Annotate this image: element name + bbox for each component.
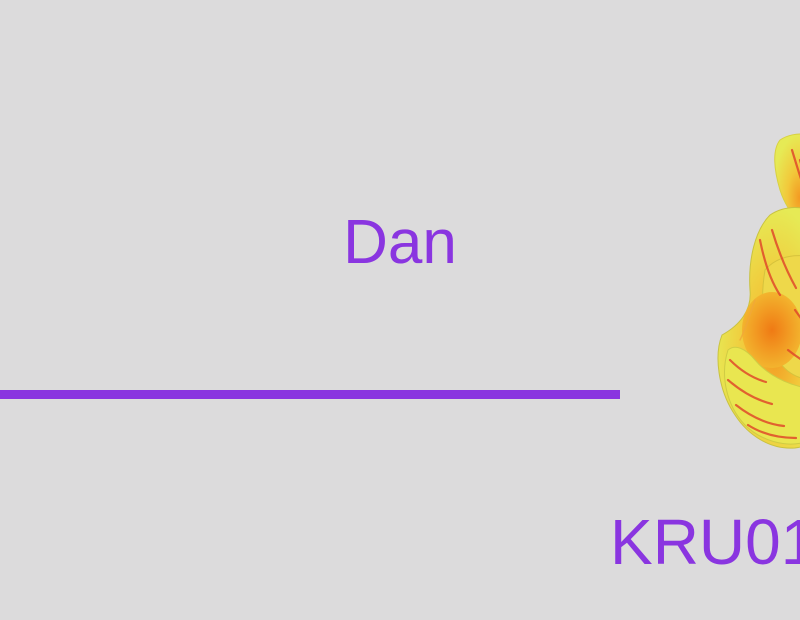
flower-image xyxy=(717,133,800,449)
divider-line xyxy=(0,390,620,399)
name-label: Dan xyxy=(343,208,457,277)
code-label: KRU01 xyxy=(610,506,800,578)
